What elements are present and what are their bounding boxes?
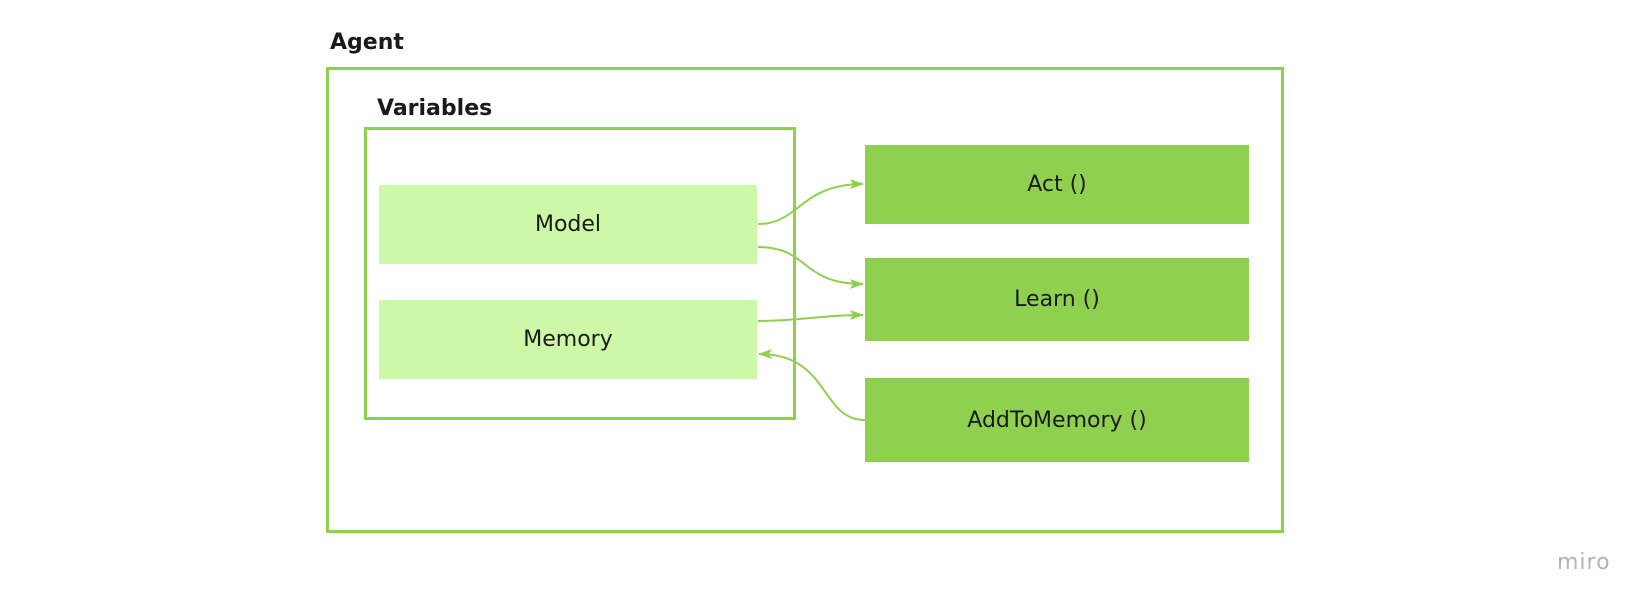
addtomemory-label: AddToMemory () bbox=[967, 407, 1147, 433]
learn-node[interactable]: Learn () bbox=[865, 258, 1249, 341]
edge-model-learn bbox=[757, 246, 864, 289]
agent-title: Agent bbox=[330, 30, 404, 55]
memory-label: Memory bbox=[523, 327, 613, 352]
act-label: Act () bbox=[1027, 172, 1087, 197]
learn-label: Learn () bbox=[1014, 287, 1100, 312]
miro-watermark: miro bbox=[1557, 550, 1611, 575]
edge-model-act bbox=[757, 179, 864, 225]
edge-memory-learn bbox=[757, 310, 864, 322]
addtomemory-node[interactable]: AddToMemory () bbox=[865, 378, 1249, 462]
variables-title: Variables bbox=[377, 96, 493, 121]
act-node[interactable]: Act () bbox=[865, 145, 1249, 224]
variables-frame[interactable] bbox=[364, 127, 796, 420]
model-label: Model bbox=[534, 212, 602, 237]
edge-addtomemory-memory bbox=[758, 349, 866, 421]
agent-frame[interactable] bbox=[326, 67, 1284, 533]
memory-node[interactable]: Memory bbox=[379, 300, 757, 379]
model-node[interactable]: Model bbox=[379, 185, 757, 264]
